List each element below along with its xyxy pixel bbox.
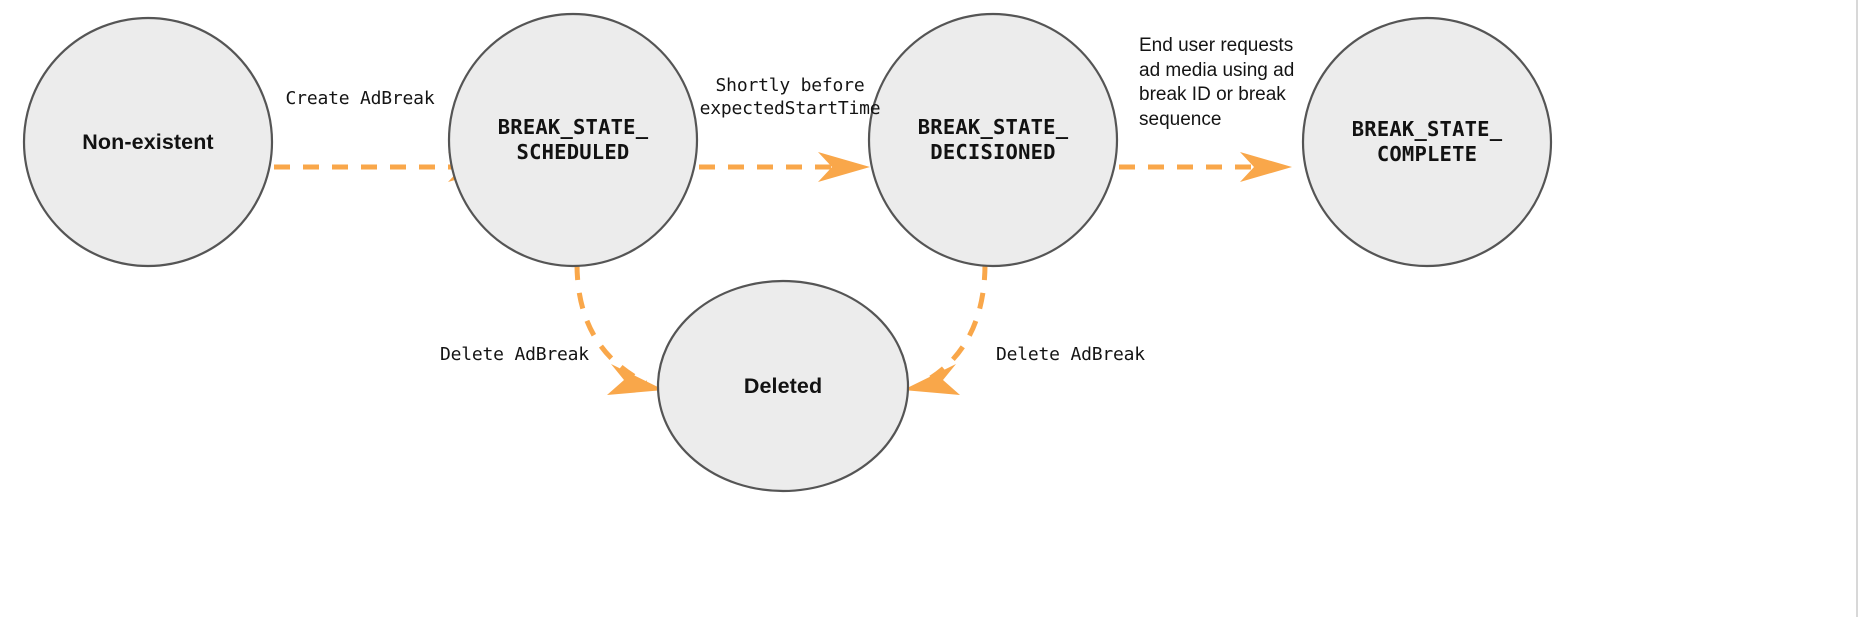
page-right-edge bbox=[1856, 0, 1858, 617]
edge-shortly-before-arrowhead bbox=[818, 152, 870, 182]
node-decisioned[interactable] bbox=[867, 12, 1119, 268]
edge-label-end-user-requests: End user requests ad media using ad brea… bbox=[1139, 35, 1295, 131]
edge-label-shortly-before: Shortly before expectedStartTime bbox=[699, 75, 881, 120]
node-non-existent[interactable] bbox=[22, 16, 274, 268]
edge-delete-adbreak-right-arrowhead bbox=[903, 364, 960, 395]
edge-delete-adbreak-right bbox=[903, 263, 988, 395]
edge-end-user-requests-arrowhead bbox=[1240, 152, 1292, 182]
edge-label-delete-adbreak-right: Delete AdBreak bbox=[996, 344, 1145, 365]
edge-shortly-before bbox=[699, 152, 870, 182]
edge-delete-adbreak-left-arrowhead bbox=[607, 364, 664, 395]
edge-label-create-adbreak: Create AdBreak bbox=[285, 88, 435, 109]
node-scheduled[interactable] bbox=[447, 12, 699, 268]
node-deleted[interactable] bbox=[656, 279, 910, 493]
edge-label-delete-adbreak-left: Delete AdBreak bbox=[440, 344, 589, 365]
edge-delete-adbreak-left bbox=[574, 263, 664, 395]
edge-delete-adbreak-right-line bbox=[920, 263, 988, 386]
node-complete[interactable] bbox=[1301, 16, 1553, 268]
edge-end-user-requests bbox=[1119, 152, 1292, 182]
